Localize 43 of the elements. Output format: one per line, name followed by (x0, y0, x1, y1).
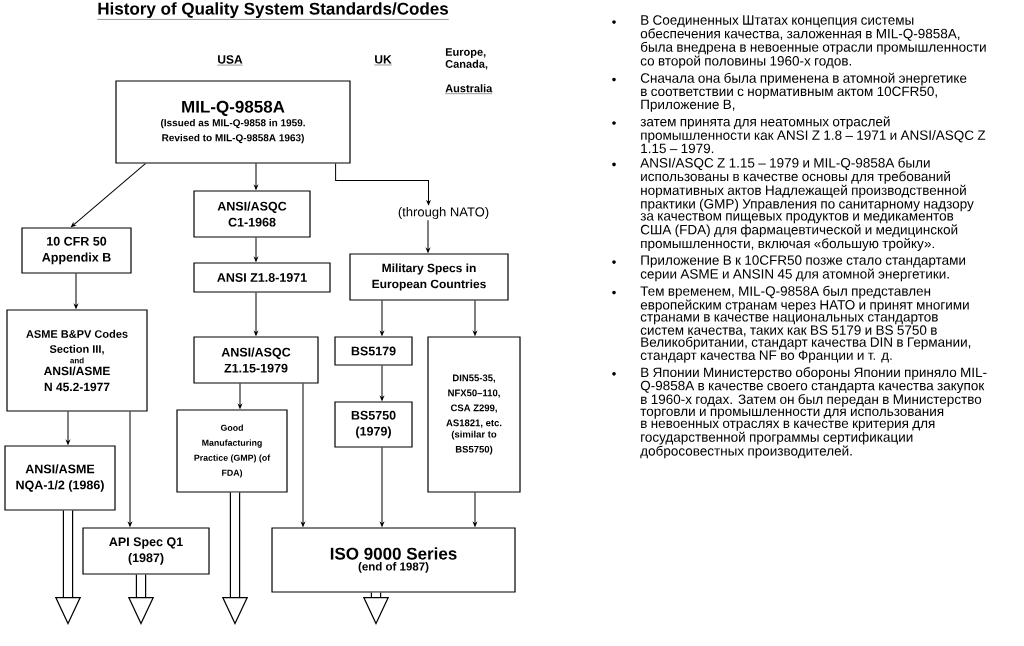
standard-box: ASME B&PV Codes Section III, and ANSI/ASME N 45.2-1977 (6, 309, 148, 412)
bullet-text: ANSI/ASQC Z 1.15 – 1979 и MIL-Q-9858A были использованы в качестве основы для требований нормативных актов Надлежащей производственной практики (GMP) Управления по санитарному надзору за качеством пищевых продуктов и медикаментов США (FDA) для фармацевтической и медицинской промышленности, включая «большую тройку». (640, 157, 974, 251)
standard-box: BS5750 (1979) (334, 401, 413, 448)
standard-box: ANSI/ASME NQA-1/2 (1986) (4, 445, 116, 511)
arrow (426, 219, 430, 253)
standard-box: MIL-Q-9858A (Issued as MIL-Q-9858 in 1959. Revised to MIL-Q-9858A 1963) (115, 80, 351, 164)
region-heading: Australia (445, 84, 493, 94)
standard-box: DIN55-35, NFX50–110, CSA Z299, AS1821, etc. (similar to BS5750) (427, 336, 521, 493)
standard-box: 10 CFR 50 Appendix B (21, 227, 132, 274)
arrow (301, 383, 305, 527)
standard-box: BS5179 (334, 336, 413, 366)
arrow (71, 163, 146, 228)
arrow (254, 237, 258, 262)
arrow (128, 411, 132, 527)
bullet-text: В Японии Министерство обороны Японии приняло MIL-Q-9858A в качестве своего стандарта качества закупок в 1960-х годах. Затем он был передан в Министерство торговли и промышленности для использования в невоенных отраслях в качестве критерия для государственной программы сертификации добросовестных производителей. (640, 367, 987, 459)
arrow (74, 273, 78, 309)
arrow (238, 383, 242, 409)
arrow (254, 163, 258, 190)
standard-box: ISO 9000 Series (end of 1987) (271, 527, 516, 593)
column-heading: USA (217, 55, 243, 66)
bullet-text: затем принята для неатомных отраслей промышленности как ANSI Z 1.8 – 1971 и ANSI/ASQC Z 1.15 – 1979. (640, 116, 986, 154)
arrow (473, 492, 477, 527)
standard-box: ANSI/ASQC C1-1968 (193, 190, 311, 238)
standard-box: API Spec Q1 (1987) (82, 527, 210, 575)
column-heading: UK (374, 55, 392, 66)
bullet-text: В Соединенных Штатах концепция системы обеспечения качества, заложенная в MIL-Q-9858A, была внедрена в невоенные отрасли промышленности со второй половины 1960-х годов. (640, 15, 986, 69)
standard-box: Good Manufacturing Practice (GMP) (of FDA) (176, 409, 288, 493)
route-label: (through NATO) (398, 206, 489, 220)
arrow (380, 447, 384, 527)
bullet-text: Сначала она была применена в атомной энергетике в соответствии с нормативным актом 10CFR50, Приложение В, (640, 72, 967, 112)
arrow (254, 292, 258, 336)
arrow (380, 365, 384, 401)
title: History of Quality System Standards/Codes (97, 2, 449, 20)
arrow (335, 163, 431, 205)
bullet-text: Приложение В к 10CFR50 позже стало стандартами серии ASME и ANSIN 45 для атомной энергетики. (640, 255, 966, 282)
arrow (473, 300, 477, 336)
bullet-text: Тем временем, MIL-Q-9858A был представлен европейским странам через НАТО и принят многими странами в качестве национальных стандартов систем качества, таких как BS 5179 и BS 5750 в Великобритании, стандарт качества DIN в Германии, стандарт качества NF во Франции и т. д. (640, 285, 971, 363)
standard-box: ANSI/ASQC Z1.15-1979 (193, 336, 319, 384)
region-heading: Europe, Canada, (445, 48, 488, 70)
arrow (66, 411, 70, 445)
standard-box: ANSI Z1.8-1971 (193, 262, 331, 293)
standard-box: Military Specs in European Countries (349, 253, 509, 301)
arrow (380, 300, 384, 336)
